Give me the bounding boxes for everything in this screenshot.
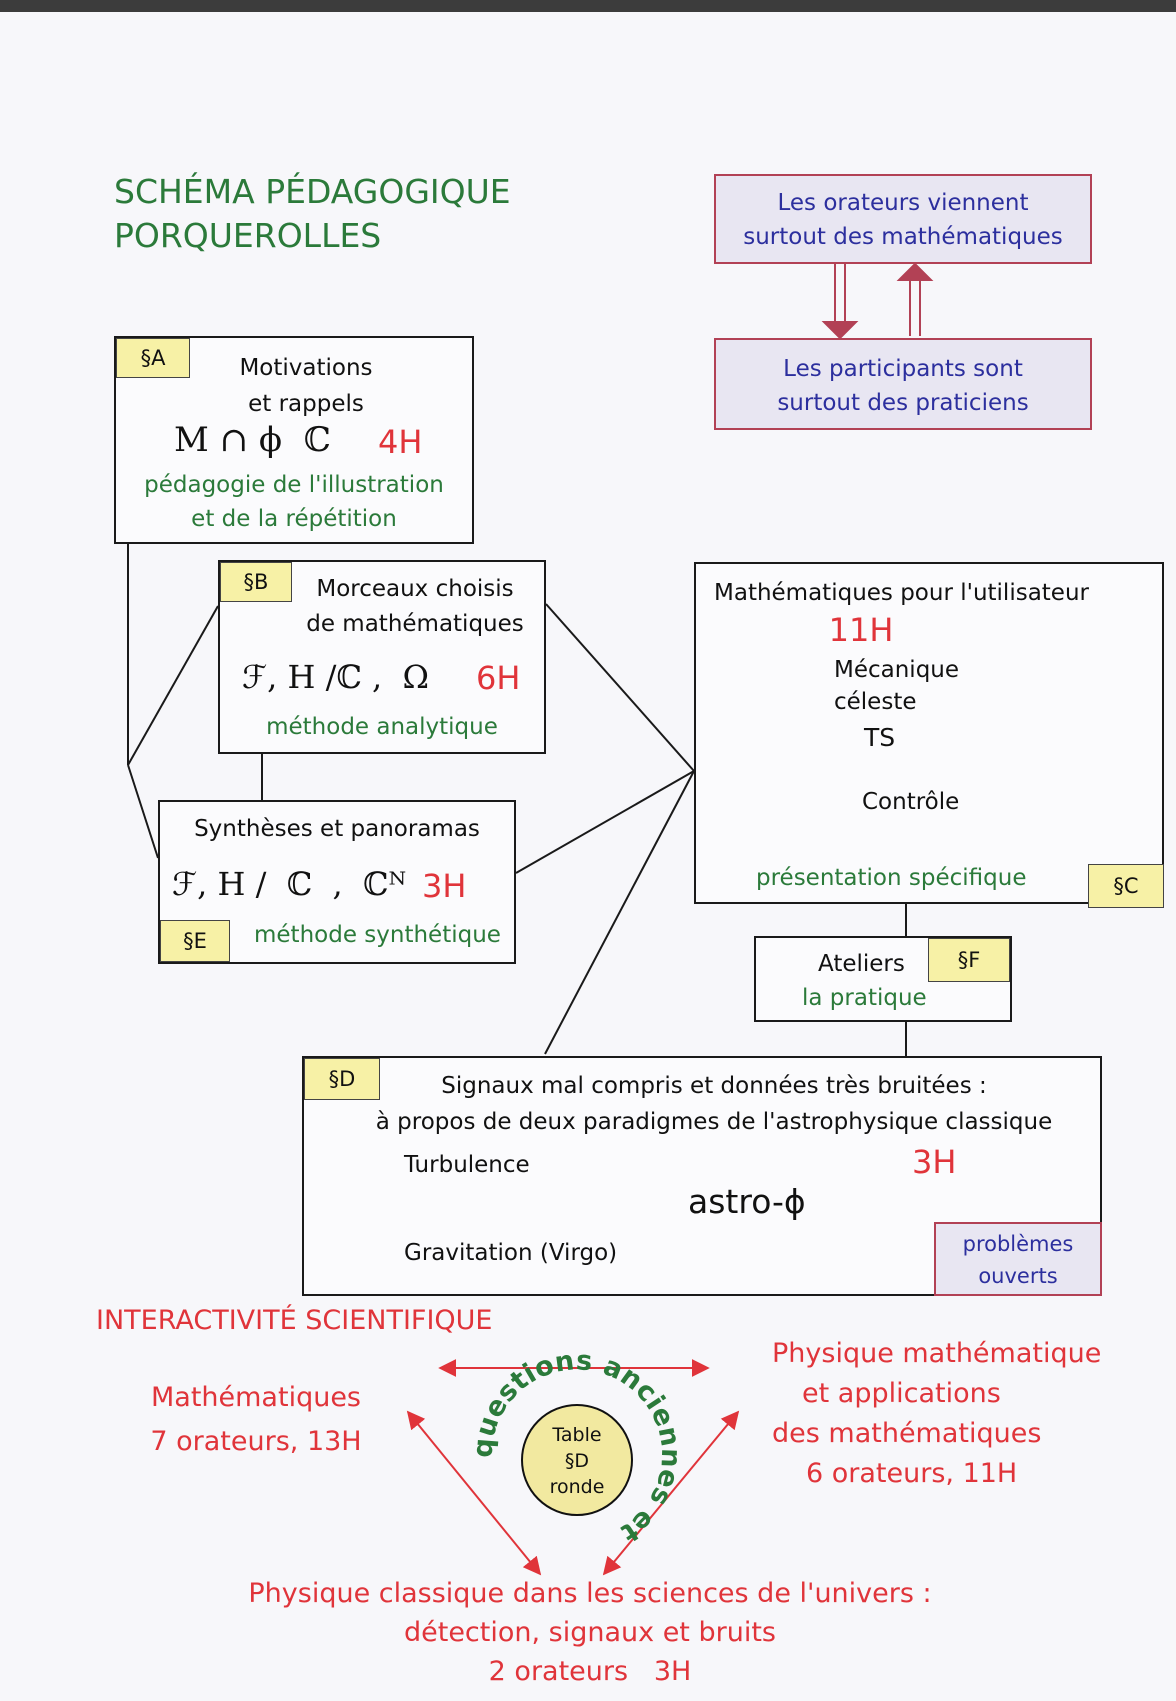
section-b-title1: Morceaux choisis [316,576,514,602]
section-f-title: Ateliers [818,951,905,977]
section-a-tag: §A [116,338,190,378]
classic-line1: Physique classique dans les sciences de … [248,1578,932,1609]
arrow-up-icon [896,262,934,281]
section-c-hours: 11H [828,611,894,649]
classic-line3: 2 orateurs 3H [488,1656,692,1687]
section-d-tag: §D [304,1058,380,1100]
table-line2: §D [564,1450,590,1472]
arrow-down-icon [821,321,859,340]
participants-line2: surtout des praticiens [777,390,1029,416]
math-line1: Mathématiques [150,1382,361,1413]
top-edge-bar [0,0,1176,12]
participants-line1: Les participants sont [783,356,1023,382]
section-b-formula: ℱ, H /ℂ , Ω [242,658,430,696]
table-line3: ronde [549,1476,605,1498]
round-table-label: Table §D ronde [527,1422,627,1500]
link-e-c [515,770,695,874]
section-c-item1-line1: Mécanique [834,657,960,683]
speakers-box: Les orateurs viennent surtout des mathém… [714,174,1092,264]
speakers-line1: Les orateurs viennent [777,190,1029,216]
section-e-tag: §E [160,920,230,962]
section-e-box: Synthèses et panoramas ℱ, H / ℂ , ℂᴺ 3H … [158,800,516,964]
arrow-math-classic [406,1410,542,1576]
open-problems-line1: problèmes [962,1232,1074,1256]
section-f-subtitle: la pratique [802,985,927,1011]
section-a-formula: M ∩ ϕ ℂ [174,420,331,460]
section-c-item1-line2: céleste [834,689,917,715]
link-rail-b [127,605,219,766]
section-a-title2: et rappels [248,391,364,417]
arrow-phys-classic [602,1410,740,1576]
section-d-result: astro-ϕ [688,1182,806,1221]
phys-line2: et applications [802,1378,1001,1409]
section-b-method: méthode analytique [266,714,498,740]
section-b-tag: §B [220,562,292,602]
section-e-title: Synthèses et panoramas [194,816,480,842]
section-c-item2: TS [864,723,896,752]
section-c-tag: §C [1088,864,1164,908]
section-d-title1: Signaux mal compris et données très brui… [441,1073,987,1099]
link-rail-e [127,764,159,859]
section-a-title1: Motivations [239,355,373,381]
link-d-c [544,770,695,1055]
section-e-method: méthode synthétique [254,922,501,948]
table-line1: Table [552,1424,602,1446]
section-b-title2: de mathématiques [306,611,524,637]
open-problems-line2: ouverts [978,1264,1058,1288]
interactivity-title: INTERACTIVITÉ SCIENTIFIQUE [96,1305,493,1336]
section-a-hours: 4H [378,423,423,461]
section-a-method2: et de la répétition [191,506,397,532]
page-title: SCHÉMA PÉDAGOGIQUE PORQUEROLLES [114,170,511,258]
section-d-item1: Turbulence [404,1152,530,1178]
section-d-title2: à propos de deux paradigmes de l'astroph… [375,1109,1053,1135]
page-title-line2: PORQUEROLLES [114,216,382,255]
speakers-line2: surtout des mathématiques [743,224,1063,250]
section-d-item2: Gravitation (Virgo) [404,1240,618,1266]
section-b-box: Morceaux choisis de mathématiques ℱ, H /… [218,560,546,754]
section-f-tag: §F [928,938,1010,982]
section-c-item3: Contrôle [862,789,960,815]
math-group: Mathématiques 7 orateurs, 13H [116,1376,396,1464]
phys-line3: des mathématiques [772,1418,1042,1449]
phys-group: Physique mathématique et applications de… [772,1334,1101,1494]
section-a-method1: pédagogie de l'illustration [144,472,444,498]
phys-line1: Physique mathématique [772,1338,1102,1369]
section-e-hours: 3H [422,867,467,905]
classic-group: Physique classique dans les sciences de … [140,1574,1040,1691]
math-line2: 7 orateurs, 13H [150,1426,362,1457]
section-c-method: présentation spécifique [756,865,1027,891]
section-b-hours: 6H [476,659,521,697]
link-b-c [545,603,695,772]
section-e-formula: ℱ, H / ℂ , ℂᴺ [172,865,407,903]
page-title-line1: SCHÉMA PÉDAGOGIQUE [114,172,511,211]
phys-line4: 6 orateurs, 11H [806,1458,1018,1489]
section-d-hours: 3H [912,1143,957,1181]
section-c-box: Mathématiques pour l'utilisateur 11H Méc… [694,562,1164,904]
open-problems-box: problèmes ouverts [934,1222,1102,1296]
classic-line2: détection, signaux et bruits [403,1617,776,1648]
participants-box: Les participants sont surtout des pratic… [714,338,1092,430]
section-c-title: Mathématiques pour l'utilisateur [714,580,1089,606]
